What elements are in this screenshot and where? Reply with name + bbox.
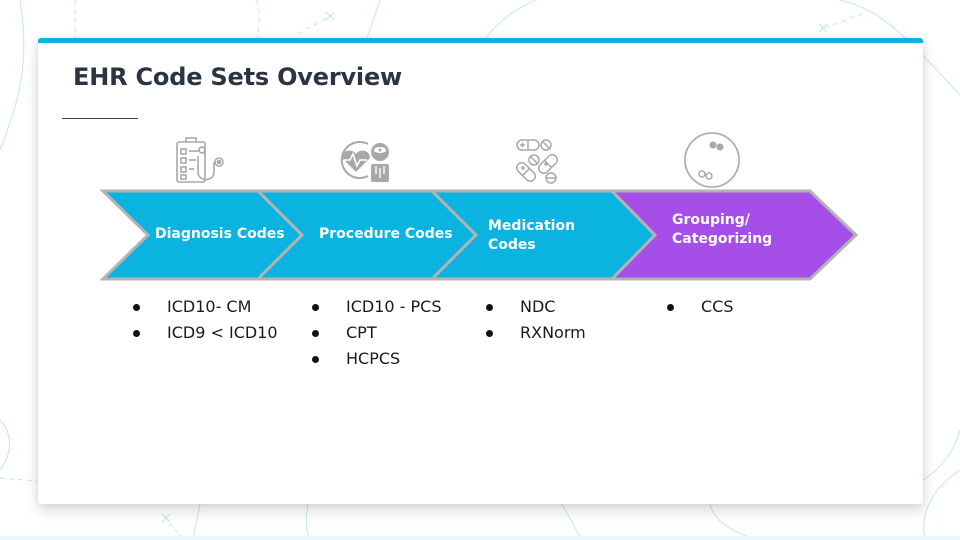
list-item: CPT <box>312 320 442 346</box>
medication-code-list: NDC RXNorm <box>486 294 586 346</box>
list-item: ICD10- CM <box>133 294 278 320</box>
slide-card: EHR Code Sets Overview <box>38 38 923 504</box>
accent-bar <box>38 38 923 43</box>
heart-doctor-icon <box>340 141 389 182</box>
diagnosis-code-list: ICD10- CM ICD9 < ICD10 <box>133 294 278 346</box>
title-underline <box>62 118 138 119</box>
step-label-grouping-line1: Grouping/ <box>672 212 750 228</box>
step-label-diagnosis: Diagnosis Codes <box>155 226 285 242</box>
step-label-medication-line1: Medication <box>488 218 576 234</box>
chevron-grouping <box>608 189 859 281</box>
procedure-code-list: ICD10 - PCS CPT HCPCS <box>312 294 442 372</box>
grouping-circle-icon <box>684 132 740 188</box>
grouping-code-list: CCS <box>667 294 734 320</box>
list-item: ICD9 < ICD10 <box>133 320 278 346</box>
list-item: RXNorm <box>486 320 586 346</box>
pills-icon <box>516 139 558 184</box>
list-item: ICD10 - PCS <box>312 294 442 320</box>
list-item: HCPCS <box>312 346 442 372</box>
step-label-medication: Medication Codes <box>488 217 575 255</box>
step-label-medication-line2: Codes <box>488 237 536 253</box>
step-label-procedure: Procedure Codes <box>319 226 453 242</box>
step-label-grouping-line2: Categorizing <box>672 231 773 247</box>
slide-title: EHR Code Sets Overview <box>73 63 402 91</box>
clipboard-stethoscope-icon <box>176 137 224 183</box>
list-item: CCS <box>667 294 734 320</box>
step-label-grouping: Grouping/ Categorizing <box>672 211 772 249</box>
list-item: NDC <box>486 294 586 320</box>
process-chevrons <box>100 189 859 281</box>
